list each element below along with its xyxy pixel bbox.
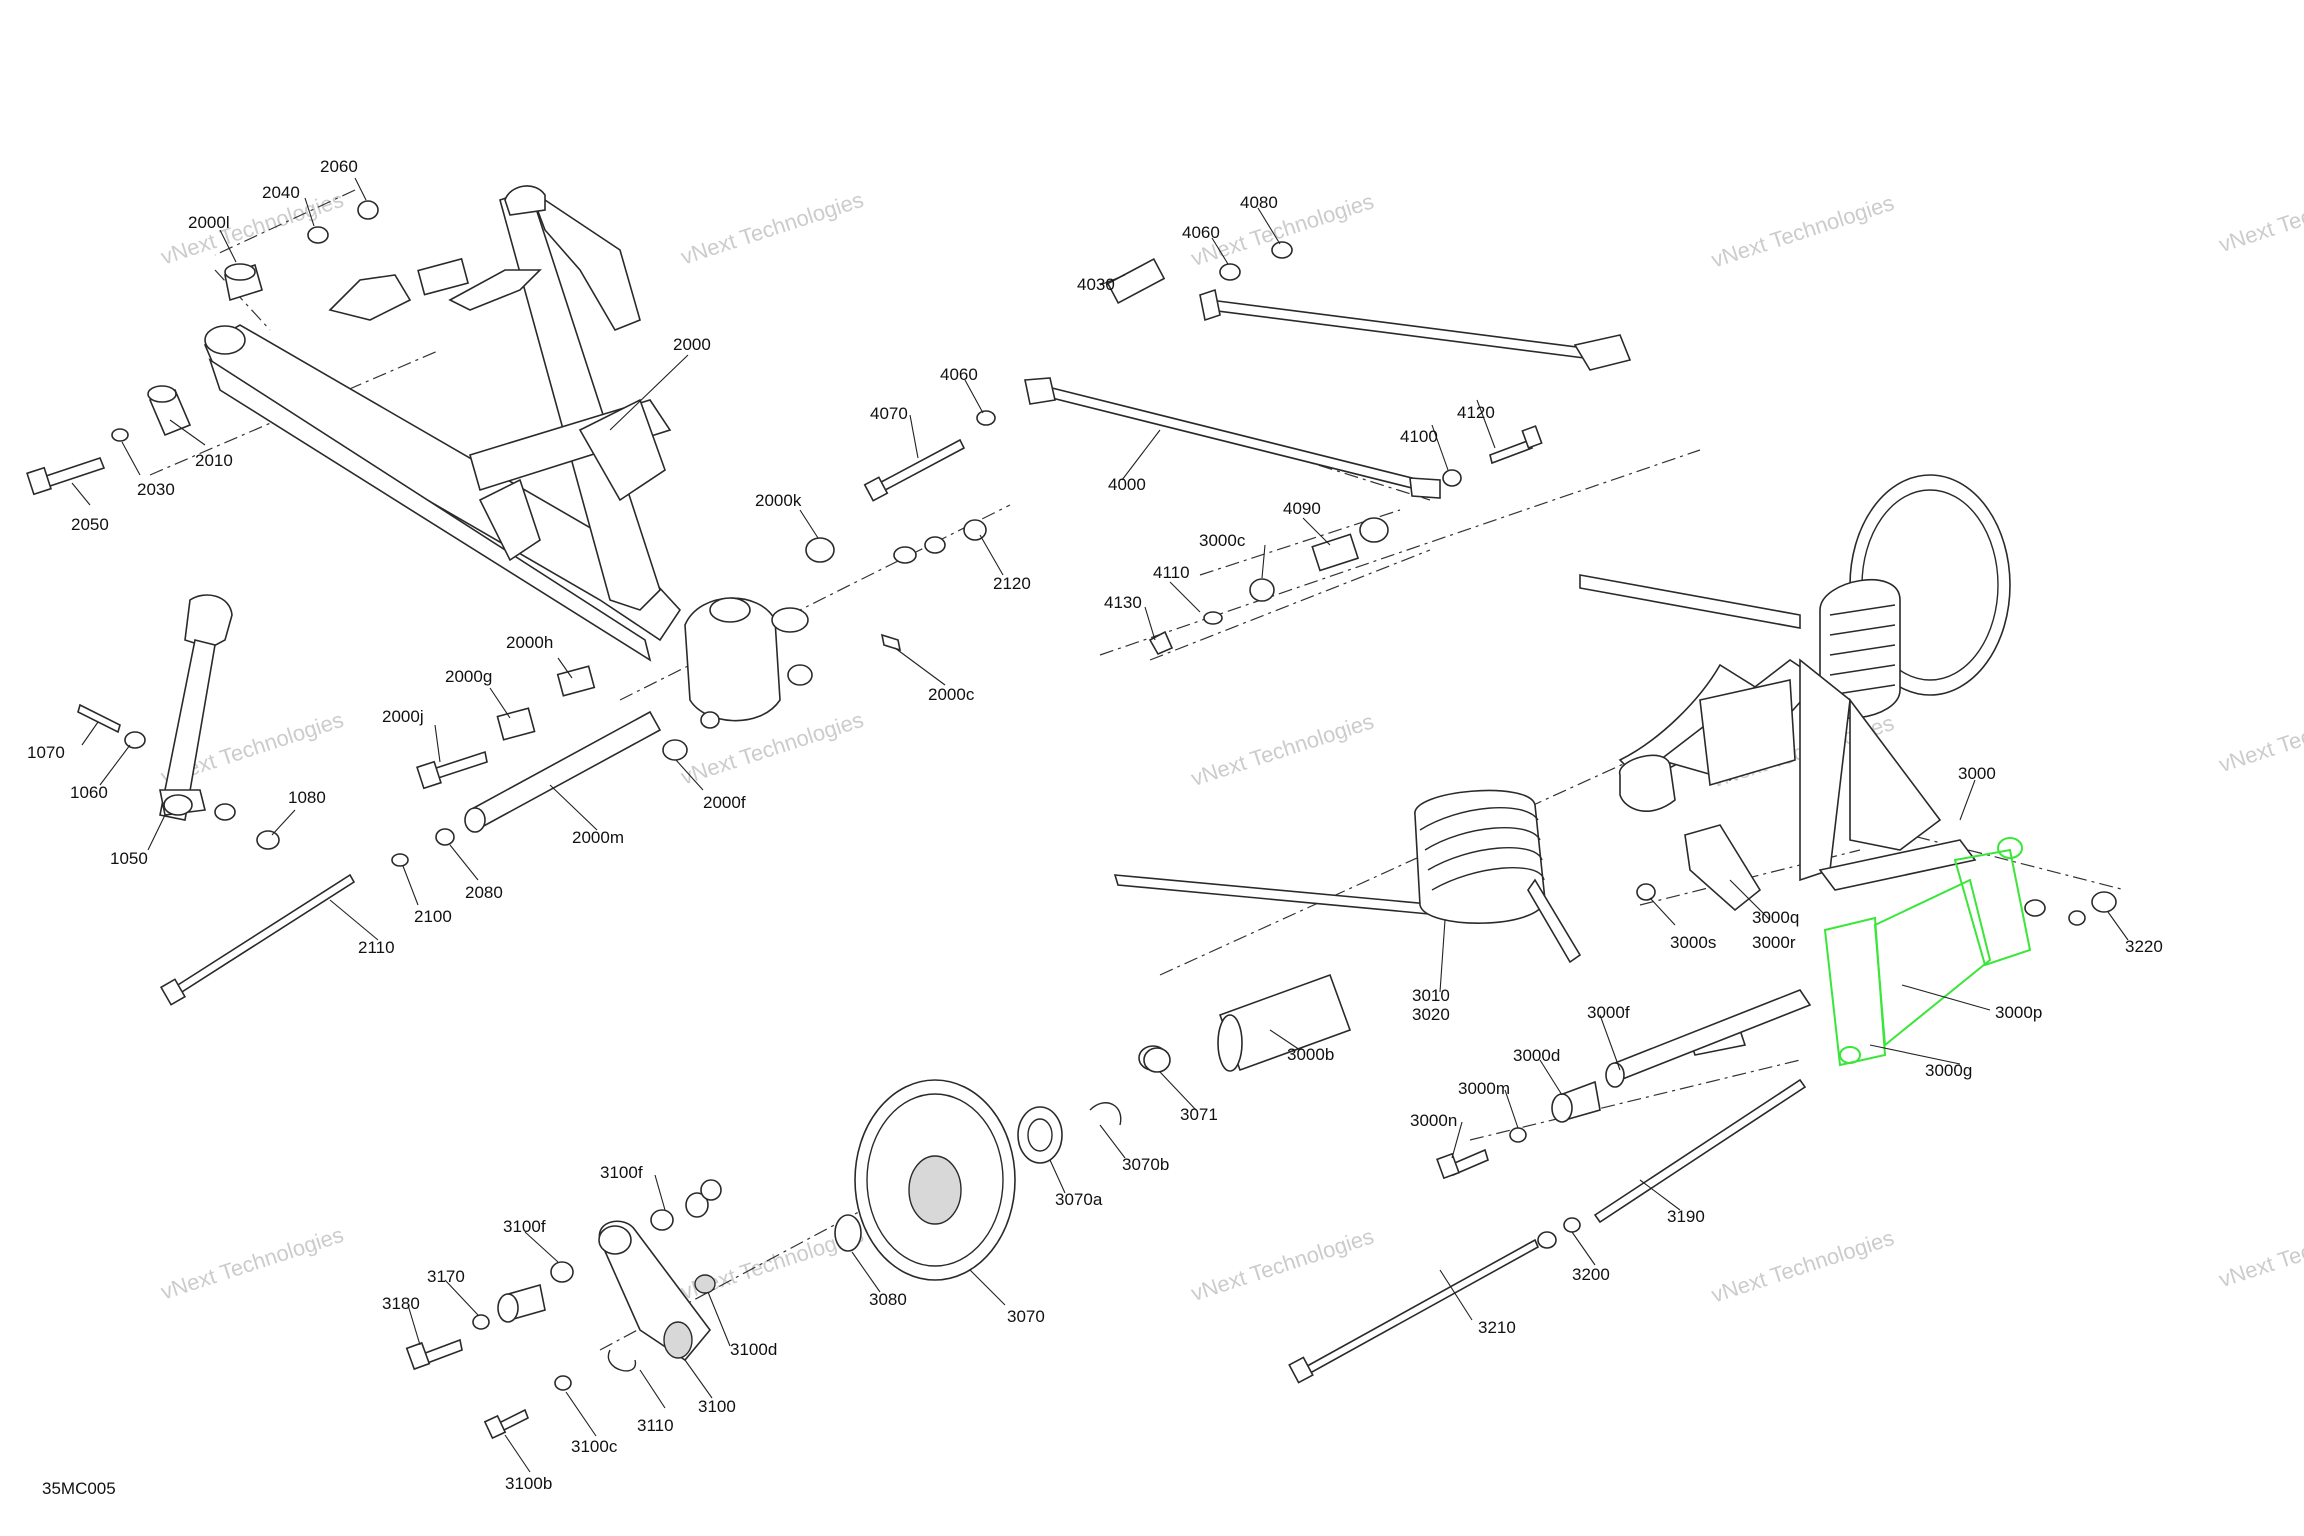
label-4120: 4120 [1457,403,1495,422]
label-3100c: 3100c [571,1437,618,1456]
label-3000f: 3000f [1587,1003,1630,1022]
label-1050: 1050 [110,849,148,868]
torsion-spring [1113,789,1812,1384]
label-2000g: 2000g [445,667,492,686]
label-3000s: 3000s [1670,933,1716,952]
diagram-code: 35MC005 [42,1479,116,1498]
label-2000l: 2000l [188,213,230,232]
label-4060-upper: 4060 [1182,223,1220,242]
label-3100f-upper: 3100f [600,1163,643,1182]
label-2080: 2080 [465,883,503,902]
label-2120: 2120 [993,574,1031,593]
label-4130: 4130 [1104,593,1142,612]
watermark: vNext Technologies [2216,1210,2304,1293]
label-2100: 2100 [414,907,452,926]
label-4090: 4090 [1283,499,1321,518]
label-4070: 4070 [870,404,908,423]
label-3070: 3070 [1007,1307,1045,1326]
label-3000p: 3000p [1995,1003,2042,1022]
label-3210: 3210 [1478,1318,1516,1337]
label-1080: 1080 [288,788,326,807]
watermark: vNext Technologies [678,187,867,270]
label-3010: 3010 [1412,986,1450,1005]
label-2000m: 2000m [572,828,624,847]
label-2050: 2050 [71,515,109,534]
watermarks: vNext Technologies vNext Technologies vN… [158,175,2304,1308]
label-4100: 4100 [1400,427,1438,446]
front-swing-arm [203,185,813,722]
label-3000d: 3000d [1513,1046,1560,1065]
label-3000c: 3000c [1199,531,1246,550]
watermark: vNext Technologies [1708,1225,1897,1308]
watermark: vNext Technologies [158,1222,347,1305]
label-2030: 2030 [137,480,175,499]
lever-arm [77,594,280,850]
watermark: vNext Technologies [2216,695,2304,778]
label-3000m: 3000m [1458,1079,1510,1098]
label-3000: 3000 [1958,764,1996,783]
label-3110: 3110 [637,1416,674,1435]
label-2040: 2040 [262,183,300,202]
label-3080: 3080 [869,1290,907,1309]
label-4030: 4030 [1077,275,1115,294]
lower-link [405,1179,722,1440]
label-1060: 1060 [70,783,108,802]
label-3020: 3020 [1412,1005,1450,1024]
label-3220: 3220 [2125,937,2163,956]
label-2000c: 2000c [928,685,975,704]
upper-left-hardware [26,200,987,652]
label-2010: 2010 [195,451,233,470]
label-2000j: 2000j [382,707,424,726]
watermark: vNext Technologies [1188,708,1377,791]
label-3100d: 3100d [730,1340,777,1359]
label-3170: 3170 [427,1267,465,1286]
label-4110: 4110 [1153,563,1190,582]
label-3100b: 3100b [505,1474,552,1493]
label-4000: 4000 [1108,475,1146,494]
label-2060: 2060 [320,157,358,176]
label-2000f: 2000f [703,793,746,812]
label-3000q: 3000q [1752,908,1799,927]
label-3100: 3100 [698,1397,736,1416]
label-3000n: 3000n [1410,1111,1457,1130]
label-4080: 4080 [1240,193,1278,212]
leader-lines [71,177,2129,1473]
label-3180: 3180 [382,1294,420,1313]
label-3000g: 3000g [1925,1061,1972,1080]
label-3100f-lower: 3100f [503,1217,546,1236]
label-2000: 2000 [673,335,711,354]
label-3000b: 3000b [1287,1045,1334,1064]
idler-wheel [834,1047,1171,1281]
tie-rods [863,241,1632,656]
label-3070b: 3070b [1122,1155,1169,1174]
label-3070a: 3070a [1055,1190,1103,1209]
label-2000k: 2000k [755,491,802,510]
rear-arm-assembly [1579,474,2117,926]
label-3071: 3071 [1180,1105,1218,1124]
label-1070: 1070 [27,743,65,762]
label-4060-lower: 4060 [940,365,978,384]
part-labels: 2060 2040 2000l 2000 2010 2030 2050 2000… [27,157,2163,1498]
watermark: vNext Technologies [2216,175,2304,258]
label-2000h: 2000h [506,633,553,652]
label-3000r: 3000r [1752,933,1796,952]
label-2110: 2110 [358,938,395,957]
watermark: vNext Technologies [1188,1223,1377,1306]
watermark: vNext Technologies [1708,190,1897,273]
label-3190: 3190 [1667,1207,1705,1226]
label-3200: 3200 [1572,1265,1610,1284]
highlighted-bracket-3000g [1823,837,2032,1067]
middle-left-hardware [159,665,720,1006]
